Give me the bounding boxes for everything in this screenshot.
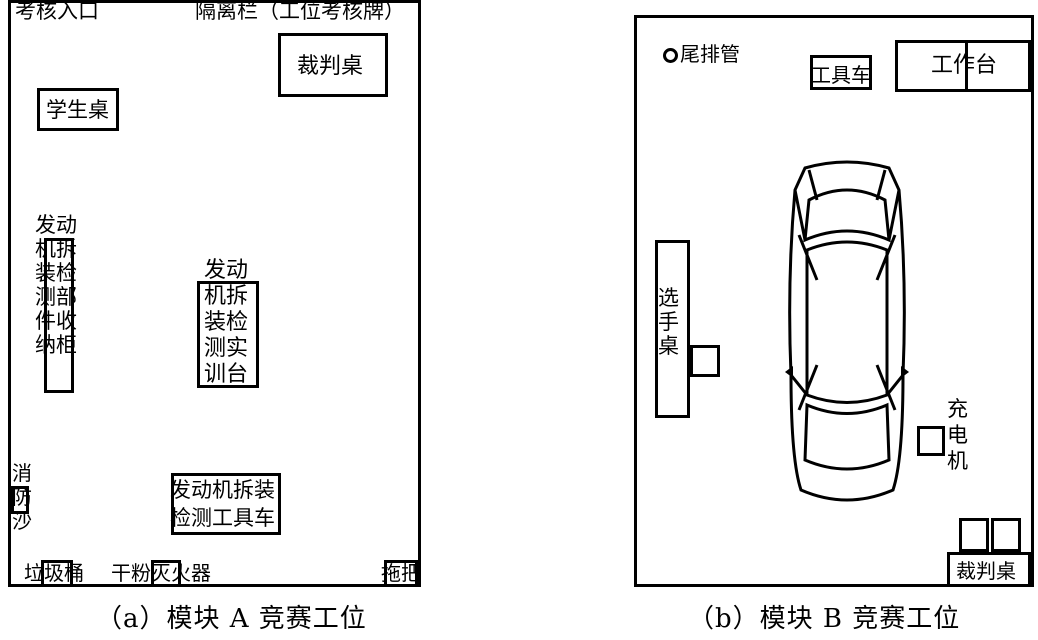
parts-rack-line-4: 测部: [35, 285, 77, 309]
tool-cart-a: 发动机拆装 检测工具车: [170, 473, 281, 535]
sand-line-2: 防: [12, 485, 32, 509]
training-bench-label: 发动 机拆 装检 测实 训台: [204, 258, 248, 388]
player-desk-line-3: 桌: [658, 334, 679, 358]
exhaust-text: 尾排管: [680, 42, 740, 66]
workbench-divider: [965, 43, 968, 89]
sand-line-3: 沙: [12, 509, 32, 533]
trash-bin: [41, 560, 73, 587]
sand-bucket: [11, 486, 29, 514]
tool-cart-b: 工具车: [810, 55, 872, 90]
training-bench-line-5: 训台: [204, 362, 249, 387]
tool-cart-a-line-2: 检测工具车: [170, 506, 275, 530]
caption-a: （a）模块 A 竞赛工位: [96, 604, 367, 634]
parts-rack-line-3: 装检: [35, 261, 77, 285]
extinguisher-label: 干粉灭火器: [111, 561, 211, 585]
parts-rack-line-2: 机拆: [35, 237, 77, 261]
student-desk-label: 学生桌: [46, 98, 109, 122]
player-desk: [655, 240, 690, 418]
parts-rack-line-1: 发动: [35, 213, 77, 237]
parts-rack-line-5: 件收: [35, 309, 77, 333]
training-bench-line-2: 机拆: [204, 284, 249, 309]
judge-desk-a-label: 裁判桌: [297, 54, 364, 79]
student-desk: 学生桌: [37, 88, 119, 131]
exhaust-icon: [663, 48, 678, 63]
barrier-label: 隔离栏（工位考核牌）: [195, 0, 405, 23]
training-bench: [197, 281, 259, 388]
charger-line-3: 机: [947, 449, 968, 473]
sand-label: 消 防 沙: [12, 461, 32, 533]
training-bench-line-1: 发动: [204, 258, 249, 283]
judge-desk-a: 裁判桌: [278, 33, 388, 97]
player-desk-label: 选 手 桌: [658, 286, 679, 358]
mop-rack: [384, 560, 418, 587]
workbench: 工作台: [895, 40, 1031, 92]
tool-cart-b-label: 工具车: [811, 63, 871, 87]
charger-line-2: 电: [947, 423, 968, 447]
caption-b: （b）模块 B 竞赛工位: [688, 604, 961, 634]
judge-chair-2: [991, 518, 1021, 552]
training-bench-line-3: 装检: [204, 310, 249, 335]
sand-line-1: 消: [12, 461, 32, 485]
training-bench-line-4: 测实: [204, 336, 249, 361]
judge-desk-b: 裁判桌: [947, 552, 1031, 587]
player-stool: [690, 345, 720, 377]
player-desk-line-2: 手: [658, 310, 679, 334]
car-icon: [785, 160, 909, 502]
judge-chair-1: [959, 518, 989, 552]
entrance-label: 考核入口: [15, 0, 99, 23]
parts-rack: [44, 238, 74, 393]
player-desk-line-1: 选: [658, 286, 679, 310]
judge-desk-b-label: 裁判桌: [956, 559, 1016, 583]
parts-rack-label: 发动 机拆 装检 测部 件收 纳柜: [35, 213, 77, 357]
extinguisher: [151, 560, 181, 587]
exhaust-label: 尾排管: [663, 44, 740, 64]
workbench-label: 工作台: [931, 53, 998, 78]
panel-a: 考核入口 隔离栏（工位考核牌） 裁判桌 学生桌 发动 机拆 装检 测部 件收 纳…: [8, 0, 421, 587]
panel-b: 尾排管 工具车 工作台 选 手 桌 充 电 机: [634, 15, 1034, 587]
charger: [917, 426, 945, 456]
tool-cart-a-line-1: 发动机拆装: [170, 478, 275, 502]
mop-label: 拖把: [381, 561, 421, 585]
charger-line-1: 充: [947, 397, 968, 421]
trash-label: 垃圾桶: [24, 561, 84, 585]
parts-rack-line-6: 纳柜: [35, 333, 77, 357]
charger-label: 充 电 机: [947, 396, 968, 474]
